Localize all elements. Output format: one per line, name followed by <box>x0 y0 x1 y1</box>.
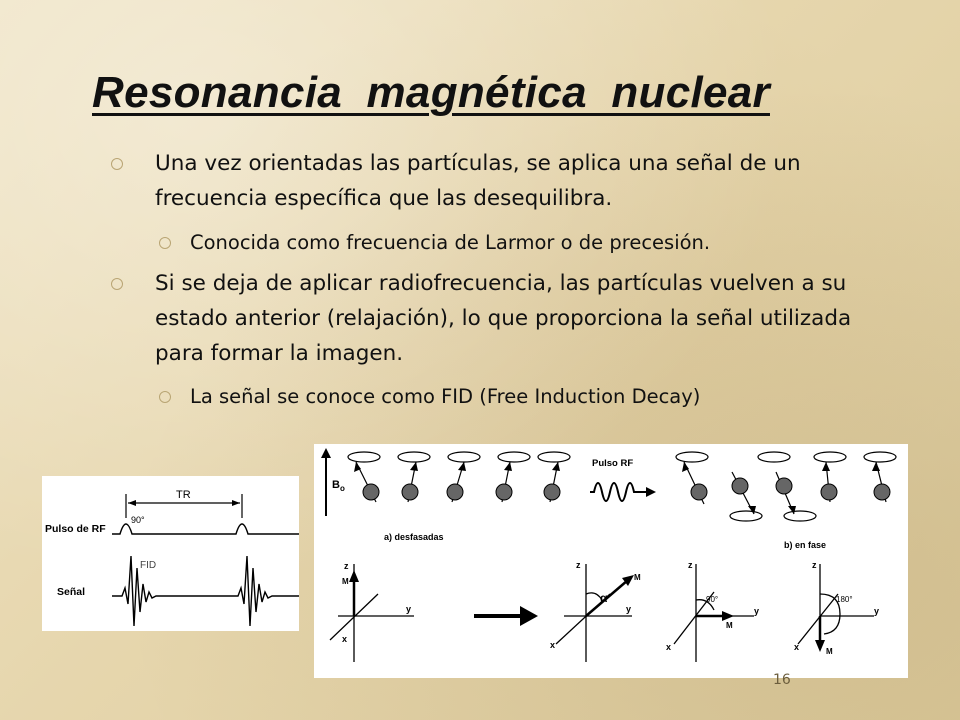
pulse-rf-label: Pulso de RF <box>45 523 106 535</box>
axis-x-label: x <box>342 634 347 644</box>
axes-2 <box>555 564 632 662</box>
tr-label: TR <box>176 489 191 501</box>
angle-90-label: 90° <box>706 595 718 604</box>
alpha-label: α <box>600 591 608 605</box>
vector-m-label: M <box>726 621 733 630</box>
spin-precession-figure: Bo Pulso RF <box>314 444 908 678</box>
fid-label: FID <box>140 560 156 571</box>
label-dephased: a) desfasadas <box>384 532 444 542</box>
bullet-circle-icon <box>111 278 123 290</box>
transition-arrow-icon <box>520 606 538 626</box>
axis-z-label: z <box>576 560 581 570</box>
pulse-rf-label: Pulso RF <box>592 458 633 469</box>
vector-m-label: M <box>342 577 349 586</box>
bullet-1: Una vez orientadas las partículas, se ap… <box>111 146 875 216</box>
axis-y-label: y <box>406 604 411 614</box>
bullet-text: La señal se conoce como FID (Free Induct… <box>190 385 701 408</box>
bullet-circle-icon <box>111 158 123 170</box>
axes-4 <box>797 564 874 645</box>
angle-90-label: 90° <box>131 515 145 525</box>
angle-180-label: 180° <box>836 595 853 604</box>
b0-label: Bo <box>332 479 345 493</box>
axis-z-label: z <box>688 560 693 570</box>
axis-x-label: x <box>550 640 555 650</box>
bullet-text: Una vez orientadas las partículas, se ap… <box>155 151 801 211</box>
axes-3 <box>673 564 754 662</box>
axis-x-label: x <box>666 642 671 652</box>
bullet-text: Si se deja de aplicar radiofrecuencia, l… <box>155 271 852 366</box>
axis-z-label: z <box>344 561 349 571</box>
axis-y-label: y <box>874 606 879 616</box>
axis-y-label: y <box>754 606 759 616</box>
slide-title: Resonancia magnética nuclear <box>92 68 770 117</box>
spin-diagram: Bo Pulso RF <box>321 448 897 662</box>
rf-pulse-timing-figure: TR Pulso de RF 90° FID Señal <box>42 476 299 631</box>
bullet-circle-icon <box>159 391 171 403</box>
rf-pulse-diagram: TR Pulso de RF 90° FID Señal <box>45 489 299 627</box>
vector-m-label: M <box>634 573 641 582</box>
bullet-2-sub: La señal se conoce como FID (Free Induct… <box>159 379 880 414</box>
bullet-1-sub: Conocida como frecuencia de Larmor o de … <box>159 225 880 260</box>
bullet-circle-icon <box>159 237 171 249</box>
bullet-text: Conocida como frecuencia de Larmor o de … <box>190 231 711 254</box>
bullet-2: Si se deja de aplicar radiofrecuencia, l… <box>111 266 875 371</box>
vector-m-label: M <box>826 647 833 656</box>
axis-x-label: x <box>794 642 799 652</box>
axis-z-label: z <box>812 560 817 570</box>
label-in-phase: b) en fase <box>784 540 826 550</box>
axis-y-label: y <box>626 604 631 614</box>
signal-label: Señal <box>57 586 85 598</box>
page-number: 16 <box>773 672 791 688</box>
